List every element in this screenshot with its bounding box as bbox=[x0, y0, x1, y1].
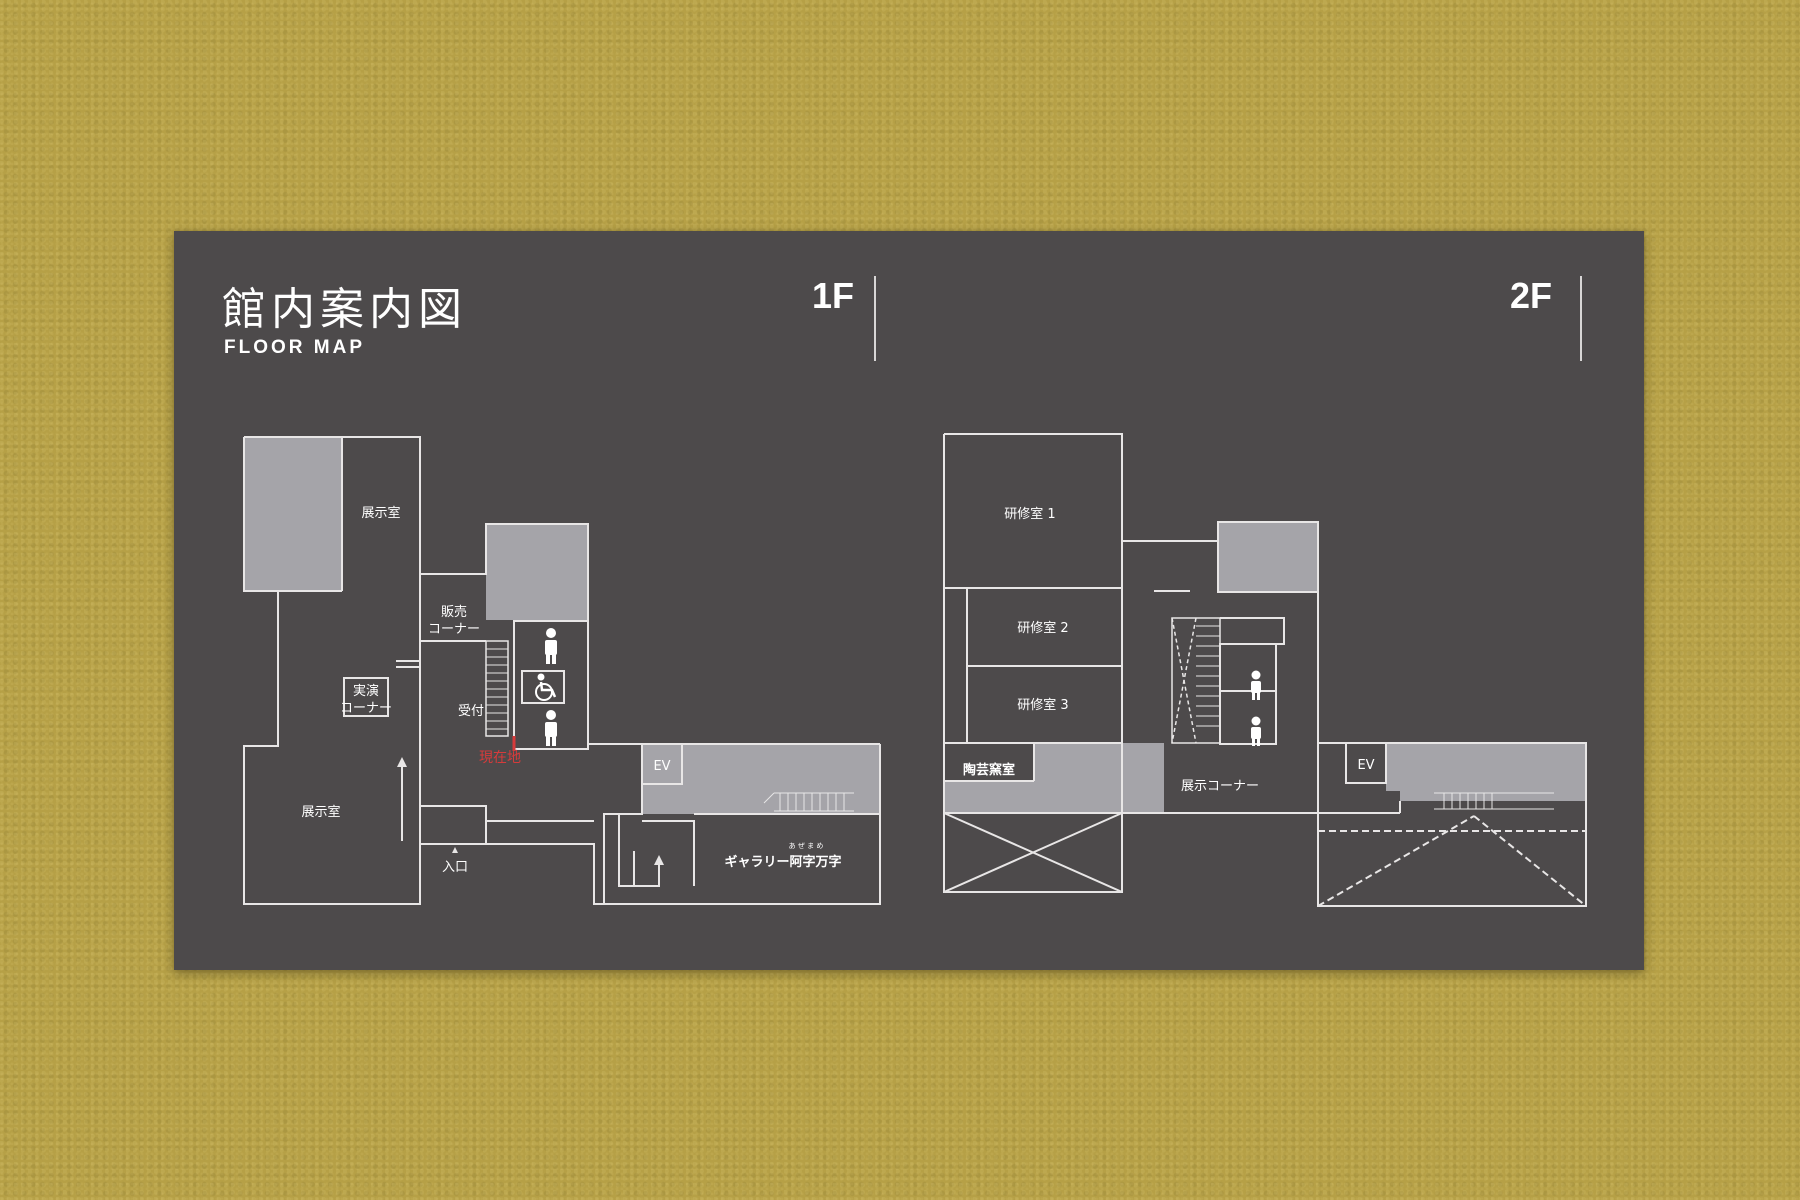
stairs-2f-icon bbox=[1171, 617, 1221, 744]
floor-2-divider bbox=[1580, 276, 1582, 361]
demo-corner-label-line1: 実演 bbox=[353, 683, 379, 699]
floor-1-plan bbox=[243, 436, 881, 905]
stairs-icon bbox=[485, 640, 509, 737]
map-subtitle: FLOOR MAP bbox=[224, 337, 365, 358]
demo-corner-label-line2: コーナー bbox=[340, 701, 392, 716]
gallery-arrow-icon bbox=[654, 855, 664, 865]
shop-corner-label-line1: 販売 bbox=[441, 604, 467, 620]
demo-corner-box bbox=[343, 677, 389, 717]
female-restroom-icon bbox=[545, 710, 557, 746]
floor-2-plan bbox=[943, 433, 1587, 907]
restroom-block bbox=[513, 620, 589, 750]
gallery-ruby-label: あ ぜ ま め bbox=[789, 842, 824, 850]
study-room-1-label: 研修室 1 bbox=[1004, 506, 1055, 522]
floor-1-divider bbox=[874, 276, 876, 361]
corridor-arrow-icon bbox=[397, 757, 407, 767]
female-restroom-2f-icon bbox=[1251, 716, 1261, 746]
exhibit-room-lower-label: 展示室 bbox=[301, 804, 340, 820]
reception-label: 受付 bbox=[458, 704, 484, 719]
elevator-box-2f bbox=[1345, 742, 1387, 784]
floor-2-gray-area-right bbox=[1386, 743, 1586, 791]
gallery-stairs-icon bbox=[763, 792, 854, 812]
floor-2-label: 2F bbox=[1510, 275, 1553, 316]
elevator-1f-label: EV bbox=[653, 759, 670, 774]
accessible-restroom-icon bbox=[535, 673, 557, 701]
study-room-2-label: 研修室 2 bbox=[1017, 620, 1068, 636]
floor-1-left-wing-wall bbox=[243, 436, 421, 905]
floor-plans: 展示室 販売 コーナー 実演 コーナー 受付 展示室 入口 EV ギャラリー阿字… bbox=[243, 433, 1587, 907]
floor-1-gray-area-center bbox=[486, 524, 588, 620]
restroom-2f-block bbox=[1220, 617, 1285, 645]
shop-corner-label-line2: コーナー bbox=[428, 622, 480, 637]
male-restroom-icon bbox=[545, 628, 557, 664]
study-room-3-label: 研修室 3 bbox=[1017, 697, 1068, 713]
current-location-label: 現在地 bbox=[479, 750, 521, 766]
exhibit-room-upper-label: 展示室 bbox=[361, 505, 400, 521]
floor-1-gray-area-upper-left bbox=[244, 437, 342, 591]
kiln-room-label: 陶芸窯室 bbox=[963, 762, 1015, 778]
floor-1-right-wall bbox=[603, 744, 694, 905]
floor-1-label: 1F bbox=[812, 275, 855, 316]
floor-1-center-wall bbox=[420, 523, 642, 745]
elevator-2f-label: EV bbox=[1357, 758, 1374, 773]
gallery-label: ギャラリー阿字万字 bbox=[724, 854, 841, 870]
elevator-box-1f bbox=[641, 743, 683, 785]
stairs-2f-lower-icon bbox=[1434, 792, 1554, 810]
map-title: 館内案内図 bbox=[222, 284, 467, 335]
floor-2-gray-area-kiln bbox=[1034, 743, 1164, 813]
male-restroom-2f-icon bbox=[1251, 670, 1261, 700]
entrance-label: 入口 bbox=[442, 860, 468, 875]
exhibit-corner-label: 展示コーナー bbox=[1181, 779, 1259, 794]
entrance-arrow-icon bbox=[452, 847, 458, 853]
floor-2-gray-area-upper bbox=[1218, 522, 1318, 592]
floor-map-sign: 館内案内図 FLOOR MAP 1F 2F bbox=[174, 231, 1644, 970]
